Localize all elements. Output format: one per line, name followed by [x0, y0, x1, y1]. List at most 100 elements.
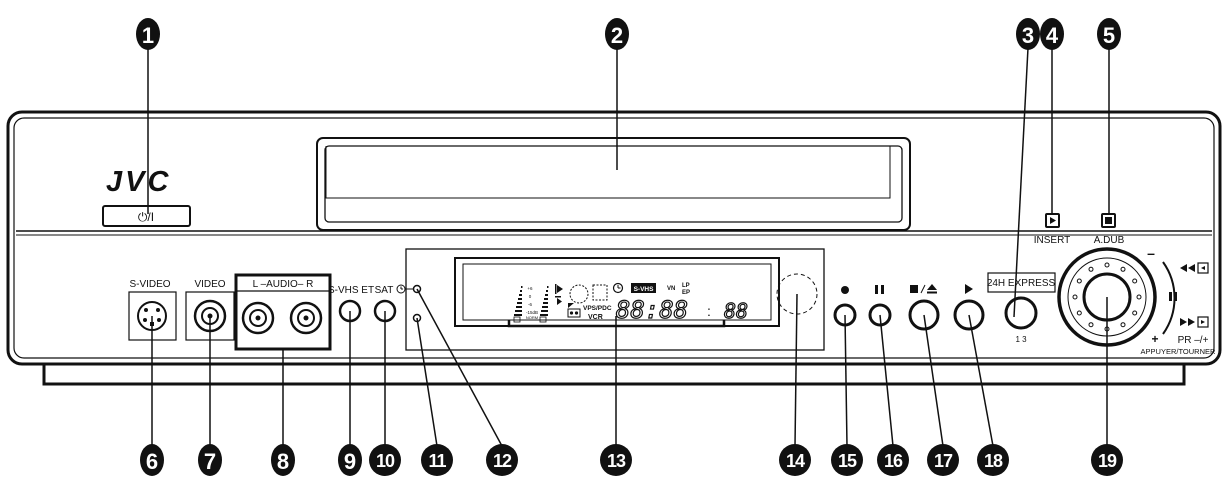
- callout-4: 4: [1040, 18, 1064, 50]
- svg-text:3: 3: [1022, 23, 1034, 48]
- callout-9: 9: [338, 444, 362, 476]
- vcr-indicator: VCR: [588, 314, 603, 321]
- power-label: ⏻/I: [138, 210, 154, 224]
- callout-13: 13: [600, 444, 632, 476]
- callout-badges: 1 2 3 4 5 6 7 8 9 10 11 12 13 14 15 16 1…: [136, 18, 1123, 476]
- svg-text:19: 19: [1098, 451, 1117, 471]
- play-icon: [965, 284, 973, 294]
- svg-text:11: 11: [428, 451, 446, 471]
- cassette-slot: [316, 137, 911, 231]
- express-label-box: 24H EXPRESS: [987, 272, 1056, 293]
- fast-forward-icon: [1180, 316, 1209, 328]
- pause-icon: [875, 285, 884, 294]
- rewind-icon: [1180, 262, 1209, 274]
- callout-7: 7: [198, 444, 222, 476]
- express-label: 24H EXPRESS: [987, 278, 1056, 289]
- meter-norm-label: NORM: [526, 315, 538, 320]
- svg-text:13: 13: [607, 451, 626, 471]
- meter-speaker-left-icon: [513, 316, 521, 323]
- callout-14: 14: [779, 444, 811, 476]
- clock-icon: [396, 284, 406, 294]
- display-panel: [405, 248, 825, 351]
- chassis: [6, 110, 1222, 386]
- callout-16: 16: [877, 444, 909, 476]
- pr-label: PR –/+: [1178, 335, 1209, 346]
- svg-text:6: 6: [146, 449, 158, 474]
- callout-11: 11: [421, 444, 453, 476]
- svg-text:2: 2: [611, 23, 623, 48]
- callout-15: 15: [831, 444, 863, 476]
- tape-icon: [567, 303, 581, 318]
- meter-scale-top: +6: [527, 286, 533, 291]
- svg-text:12: 12: [493, 451, 512, 471]
- svg-text:17: 17: [934, 451, 953, 471]
- jog-minus-label: –: [1147, 245, 1155, 261]
- display-clock-icon: [612, 282, 624, 294]
- grid-indicator-icon: [592, 284, 608, 301]
- sat-label: SAT: [375, 285, 394, 296]
- level-meter-left: [514, 286, 523, 316]
- power-button[interactable]: ⏻/I: [102, 205, 191, 227]
- meter-db-label: -15dB: [526, 310, 538, 315]
- insert-label: INSERT: [1034, 235, 1071, 246]
- callout-19: 19: [1091, 444, 1123, 476]
- svhs-et-label: S-VHS ET: [328, 285, 374, 296]
- svg-text:7: 7: [204, 449, 216, 474]
- callout-17: 17: [927, 444, 959, 476]
- jog-plus-label: +: [1151, 332, 1158, 346]
- time-digits: 88:88: [616, 296, 688, 324]
- meter-scale-low: -6: [528, 302, 532, 307]
- time-colon: :: [707, 303, 711, 319]
- leader-lines: [147, 47, 1110, 447]
- chassis-foot: [42, 364, 1186, 386]
- channel-marker-icon: [555, 284, 563, 305]
- svg-text:9: 9: [344, 449, 356, 474]
- express-button[interactable]: [1004, 296, 1038, 330]
- audio-right-jack[interactable]: [289, 301, 323, 335]
- svg-text:15: 15: [838, 451, 857, 471]
- vn-indicator: VN: [667, 286, 675, 292]
- appuyer-label: APPUYER/TOURNER: [1141, 347, 1216, 356]
- adub-button[interactable]: [1101, 213, 1116, 228]
- svhs-logo-text: S-VHS: [634, 286, 655, 293]
- record-icon: [841, 286, 849, 294]
- meter-speaker-right-icon: [539, 316, 547, 323]
- chassis-outer: [6, 110, 1222, 366]
- brand-logo: JVC: [106, 166, 171, 198]
- svg-text:8: 8: [277, 449, 289, 474]
- svg-text:5: 5: [1103, 23, 1115, 48]
- jog-pause-icon: [1169, 292, 1177, 301]
- svg-text:10: 10: [376, 451, 395, 471]
- callout-18: 18: [977, 444, 1009, 476]
- svideo-label: S-VIDEO: [129, 279, 170, 290]
- ep-indicator: EP: [682, 290, 690, 296]
- callout-12: 12: [486, 444, 518, 476]
- callout-6: 6: [140, 444, 164, 476]
- callout-5: 5: [1097, 18, 1121, 50]
- audio-label: L –AUDIO– R: [253, 279, 314, 290]
- svg-text:16: 16: [884, 451, 903, 471]
- svg-text:1: 1: [142, 23, 154, 48]
- video-label: VIDEO: [194, 279, 225, 290]
- callout-1: 1: [136, 18, 160, 50]
- level-meter-right: [540, 286, 549, 316]
- callout-10: 10: [369, 444, 401, 476]
- disc-indicator-icon: [569, 284, 589, 304]
- callout-2: 2: [605, 18, 629, 50]
- meter-scale-mid: 0: [529, 294, 532, 299]
- audio-left-jack[interactable]: [241, 301, 275, 335]
- svhs-logo: S-VHS: [631, 283, 656, 293]
- callout-3: 3: [1016, 18, 1040, 50]
- svg-text:4: 4: [1046, 23, 1059, 48]
- adub-label: A.DUB: [1094, 235, 1125, 246]
- chassis-inner: [13, 117, 1215, 359]
- vps-pdc-indicator: VPS/PDC: [583, 305, 612, 312]
- stop-eject-icon: [910, 284, 937, 294]
- seconds-digits: 88: [724, 299, 748, 323]
- jog-arc: [1162, 261, 1176, 335]
- callout-8: 8: [271, 444, 295, 476]
- svg-text:18: 18: [984, 451, 1003, 471]
- svg-text:14: 14: [786, 451, 805, 471]
- insert-button[interactable]: [1045, 213, 1060, 228]
